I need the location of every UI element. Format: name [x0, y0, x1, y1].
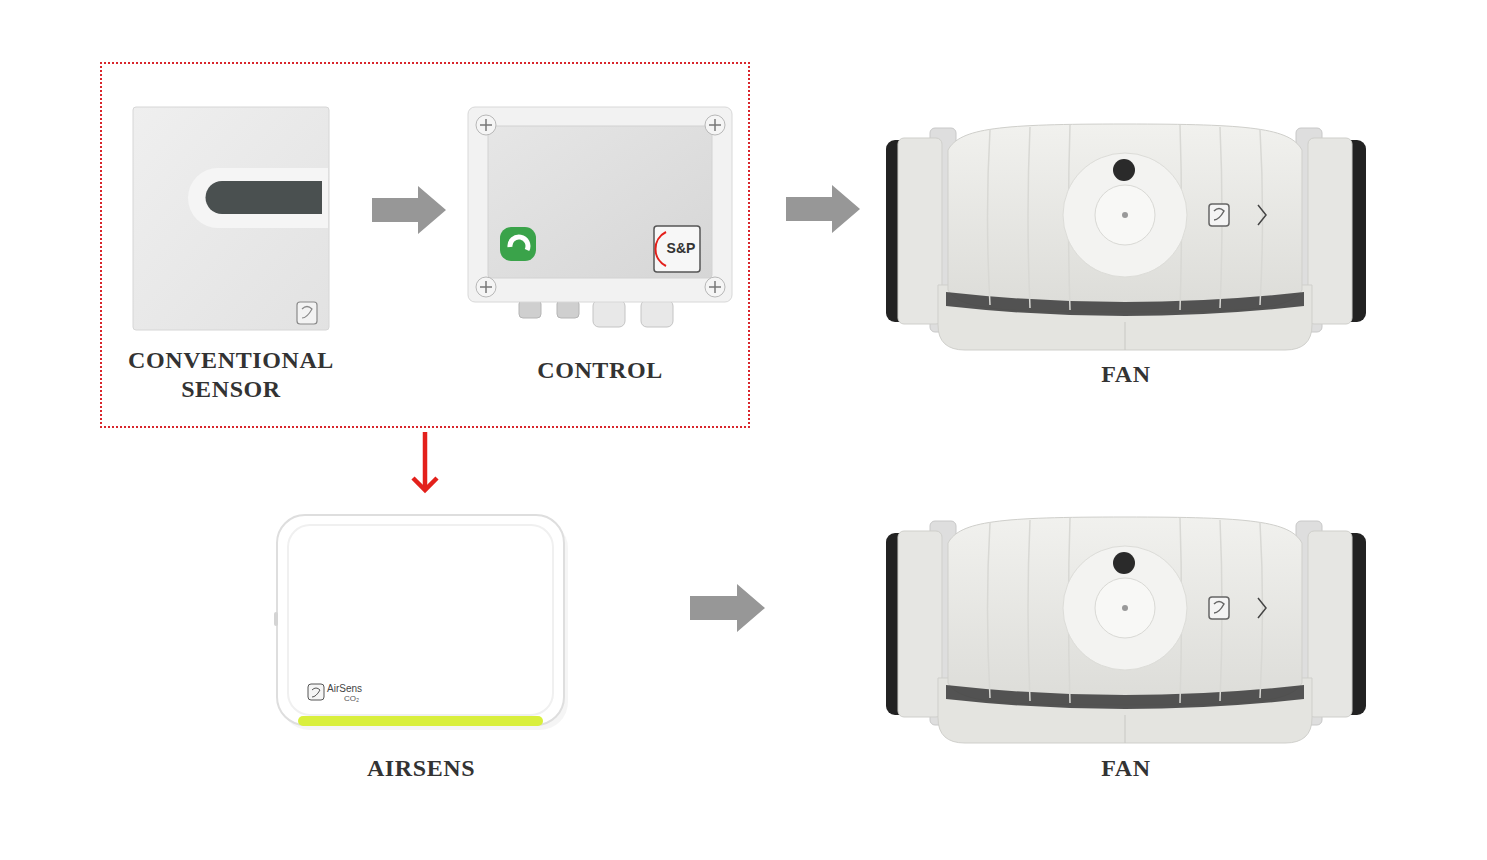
control-illustration — [468, 107, 732, 327]
device-label: FAN — [1016, 754, 1236, 783]
sensor-illustration-part — [297, 302, 317, 324]
control-illustration-part-part — [476, 277, 496, 297]
airsens-illustration-part — [308, 684, 324, 700]
device-label: CONVENTIONAL SENSOR — [106, 346, 356, 404]
control-illustration-part-part — [714, 119, 716, 131]
control-illustration-part-part — [519, 300, 541, 318]
sensor-illustration — [133, 107, 329, 330]
control-illustration-part — [488, 126, 712, 278]
control-illustration-part — [655, 232, 666, 266]
sensor-illustration-part — [133, 107, 329, 330]
flow-arrow — [786, 185, 860, 233]
airsens-illustration-part — [312, 688, 320, 697]
block-arrow — [372, 186, 446, 234]
label-stack: CONVENTIONAL SENSOR — [106, 346, 356, 404]
control-illustration-part-part — [705, 115, 725, 135]
airsens-illustration-part — [277, 515, 564, 725]
control-illustration-part — [654, 226, 700, 272]
flow-arrow — [372, 186, 446, 234]
device-label: CONTROL — [475, 356, 725, 385]
control-illustration-part — [510, 237, 528, 250]
control-illustration-part — [593, 300, 673, 327]
product-name: AirSens — [327, 683, 362, 694]
sensor-illustration-part — [302, 307, 312, 319]
airsens-illustration — [274, 515, 568, 730]
control-illustration-part-part — [641, 300, 673, 327]
airsens-illustration-part — [274, 612, 278, 626]
control-illustration-part-part — [476, 115, 496, 135]
control-illustration-part — [480, 119, 721, 293]
control-illustration-part — [519, 300, 579, 318]
control-illustration-part-part — [593, 300, 625, 327]
block-arrow — [690, 584, 765, 632]
control-illustration-part-part — [485, 281, 487, 293]
control-illustration-part-part — [714, 281, 716, 293]
sensor-illustration-part — [188, 168, 328, 228]
control-illustration-part — [500, 227, 536, 261]
sensor-illustration-part — [206, 181, 322, 214]
arrow-head — [413, 478, 437, 490]
control-illustration-part-part — [485, 119, 487, 131]
block-arrow — [786, 185, 860, 233]
fan-illustration — [886, 124, 1366, 350]
fan-illustration — [886, 517, 1366, 743]
sensor-node: CONVENTIONAL SENSOR — [133, 107, 329, 330]
label-stack: FAN — [1016, 754, 1236, 783]
red-arrow — [413, 432, 437, 490]
product-subtitle: CO₂ — [344, 695, 359, 704]
device-label: AIRSENS — [296, 754, 546, 783]
fan-node: FAN — [885, 518, 1367, 745]
fan-illustration — [886, 124, 1366, 743]
control-illustration-part-part — [705, 277, 725, 297]
fan-node: FAN — [885, 125, 1367, 350]
control-illustration-part-part — [557, 300, 579, 318]
group-box: CONVENTIONAL SENSOR CONTROL — [100, 62, 750, 428]
control-illustration-part — [468, 107, 732, 302]
label-stack: FAN — [1016, 360, 1236, 389]
arrow-shaft — [423, 432, 428, 490]
airsens-node: AIRSENS — [277, 515, 565, 727]
control-node: CONTROL — [468, 107, 732, 302]
control-illustration-part — [476, 115, 725, 297]
flow-arrow — [690, 584, 765, 632]
airsens-illustration-part — [298, 716, 543, 726]
label-stack: AIRSENS — [296, 754, 546, 783]
device-label: FAN — [1016, 360, 1236, 389]
logo-text: S&P — [667, 241, 696, 256]
label-stack: CONTROL — [475, 356, 725, 385]
airsens-illustration-part — [288, 525, 553, 715]
